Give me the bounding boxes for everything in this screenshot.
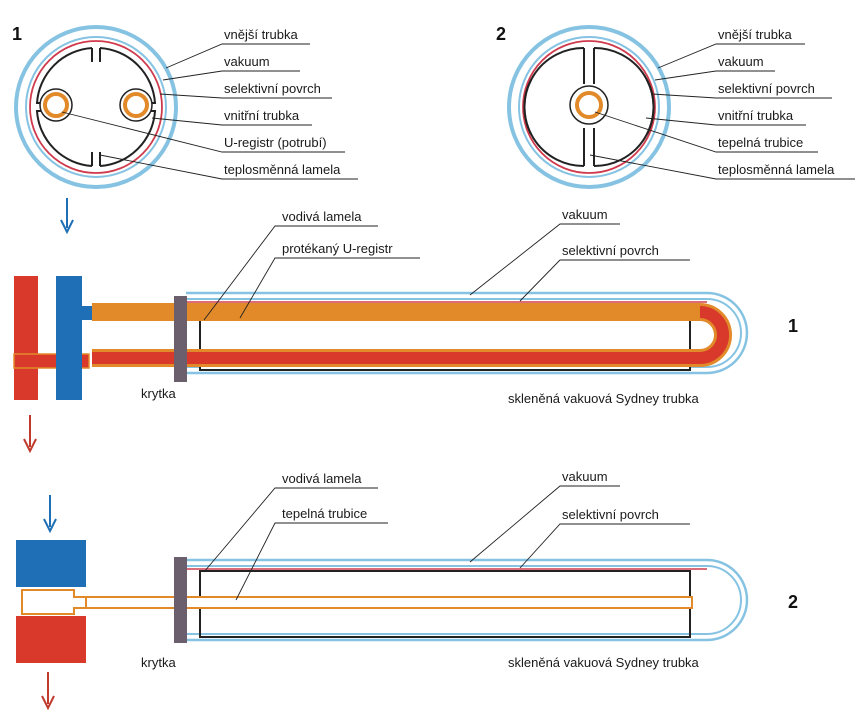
cold-inflow-arrow-icon-2 [43,495,57,534]
hot-outflow-arrow-icon [23,415,37,454]
label-heat-pipe: tepelná trubice [718,135,803,150]
tube2-number: 2 [788,592,798,612]
hot-outflow-arrow-icon-2 [41,672,55,711]
tube2-label-heat-pipe: tepelná trubice [282,506,367,521]
manifold-cold-header [56,276,82,400]
tube1-label-conductive: vodivá lamela [282,209,362,224]
selective-surface-ring-2 [522,40,656,174]
inner-tube-ring [25,36,167,178]
tube1-number: 1 [788,316,798,336]
tube2-label-glass: skleněná vakuová Sydney trubka [508,655,700,670]
tube1-label-u-register: protékaný U-registr [282,241,393,256]
inner-tube-ring-2 [518,36,660,178]
tube2-label-vacuum: vakuum [562,469,608,484]
label-fin-1: teplosměnná lamela [224,162,341,177]
tube1-label-glass: skleněná vakuová Sydney trubka [508,391,700,406]
u-pipe-right [123,92,149,118]
tube1-label-cap: krytka [141,386,176,401]
outer-tube-ring-2 [507,25,671,189]
label-inner-tube-2: vnitřní trubka [718,108,794,123]
label-selective-2: selektivní povrch [718,81,815,96]
tube2-label-conductive: vodivá lamela [282,471,362,486]
label-selective-1: selektivní povrch [224,81,321,96]
tube1-label-selective: selektivní povrch [562,243,659,258]
cross-section-2-number: 2 [496,24,506,44]
heat-fins [35,47,157,167]
inner-glass-tube-1 [186,298,742,368]
cross-section-1: 1 vnější trubka vakuum selektivní povrch… [12,24,358,189]
u-register-return-line [92,306,729,364]
selective-surface-ring [29,40,163,174]
label-u-register: U-registr (potrubí) [224,135,327,150]
inner-glass-tube-2 [186,565,742,635]
label-outer-tube-1: vnější trubka [224,27,298,42]
manifold2-hot [16,616,86,663]
manifold-cold-branch [82,306,92,320]
heat-pipe-rod [85,596,693,609]
tube2-label-selective: selektivní povrch [562,507,659,522]
cross-section-1-number: 1 [12,24,22,44]
label-vacuum-1: vakuum [224,54,270,69]
cross-section-2: 2 vnější trubka vakuum selektivní povrch… [496,24,855,189]
manifold2-cold [16,540,86,587]
tube2-label-cap: krytka [141,655,176,670]
outer-glass-tube-1 [186,291,749,375]
label-inner-tube-1: vnitřní trubka [224,108,300,123]
outer-tube-ring [14,25,178,189]
label-outer-tube-2: vnější trubka [718,27,792,42]
tube-cap-2 [174,557,187,643]
tube1-label-vacuum: vakuum [562,207,608,222]
label-fin-2: teplosměnná lamela [718,162,835,177]
tube-cap-1 [174,296,187,382]
outer-glass-tube-2 [186,558,749,642]
u-pipe-left [43,92,69,118]
label-vacuum-2: vakuum [718,54,764,69]
heat-pipe [575,91,603,119]
longitudinal-tube-1: vodivá lamela protékaný U-registr vakuum… [13,198,798,454]
longitudinal-tube-2: vodivá lamela tepelná trubice vakuum sel… [16,469,798,711]
manifold-hot-header [14,276,38,400]
cold-inflow-arrow-icon [60,198,74,235]
